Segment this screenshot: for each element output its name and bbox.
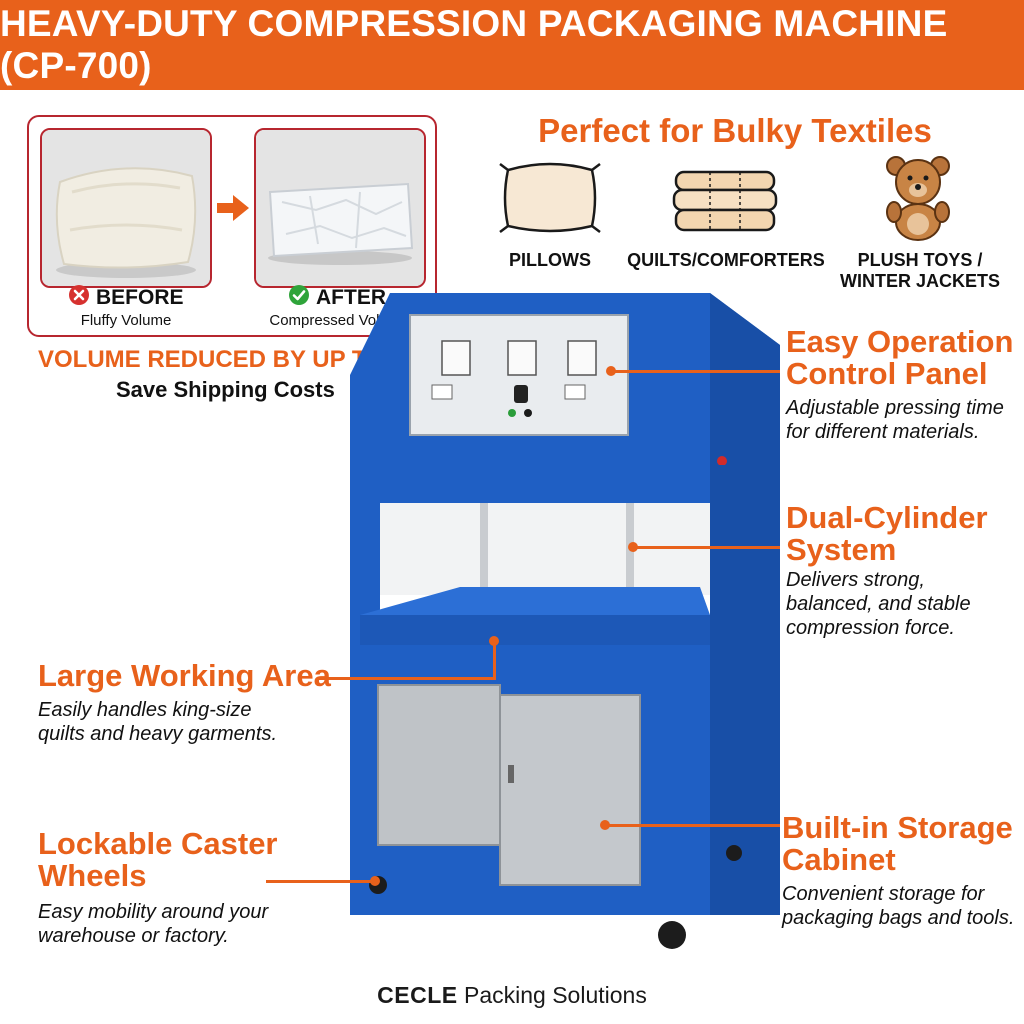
feature-desc-storage-line2: packaging bags and tools.	[782, 907, 1015, 929]
feature-desc-casters-line2: warehouse or factory.	[38, 925, 229, 947]
feature-desc-cylinder-line2: balanced, and stable	[786, 593, 971, 615]
feature-desc-working-area-line2: quilts and heavy garments.	[38, 723, 278, 745]
feature-title-storage-line1: Built-in Storage	[782, 810, 1013, 845]
after-heading: AFTER	[288, 284, 386, 312]
teddy-bear-icon	[882, 154, 954, 249]
feature-desc-working-area-line1: Easily handles king-size	[38, 699, 252, 721]
after-sub-label: Compressed Volume	[269, 312, 409, 329]
before-label: BEFORE	[96, 286, 184, 309]
folded-quilt-icon	[670, 158, 780, 245]
feature-desc-control-panel-line1: Adjustable pressing time	[786, 397, 1004, 419]
leader-dot-storage	[600, 820, 610, 830]
feature-desc-storage: Convenient storage for packaging bags an…	[782, 882, 1014, 930]
after-label: AFTER	[316, 286, 386, 309]
leader-line-working-area-vertical	[493, 640, 496, 679]
save-shipping-text: Save Shipping Costs	[116, 377, 335, 402]
brand-name: CECLE	[377, 982, 458, 1008]
feature-desc-cylinder: Delivers strong, balanced, and stable co…	[786, 568, 971, 640]
feature-title-casters-line1: Lockable Caster	[38, 826, 278, 861]
feature-title-storage-line2: Cabinet	[782, 842, 896, 877]
feature-desc-control-panel: Adjustable pressing time for different m…	[786, 396, 1004, 444]
leader-line-cylinder	[636, 546, 780, 549]
feature-desc-casters-line1: Easy mobility around your	[38, 901, 269, 923]
textile-label-plush-line2: WINTER JACKETS	[839, 271, 1000, 291]
textile-label-pillows: PILLOWS	[509, 250, 591, 270]
feature-title-control-panel-line2: Control Panel	[786, 356, 988, 391]
header-banner	[0, 0, 1024, 90]
feature-desc-cylinder-line1: Delivers strong,	[786, 569, 925, 591]
leader-line-casters	[266, 880, 376, 883]
textile-label-quilts: QUILTS/COMFORTERS	[627, 250, 825, 270]
footer-brand: CECLE Packing Solutions	[0, 982, 1024, 1009]
before-heading: BEFORE	[68, 284, 184, 312]
leader-line-storage	[608, 824, 780, 827]
compressed-bag-image	[256, 130, 424, 286]
feature-title-cylinder-line2: System	[786, 532, 897, 567]
after-photo	[254, 128, 426, 288]
textile-label-plush: PLUSH TOYS / WINTER JACKETS	[830, 250, 1010, 292]
brand-suffix: Packing Solutions	[457, 982, 647, 1008]
feature-desc-control-panel-line2: for different materials.	[786, 421, 980, 443]
textile-label-plush-line1: PLUSH TOYS /	[857, 250, 983, 270]
feature-title-casters-line2: Wheels	[38, 858, 147, 893]
feature-desc-working-area: Easily handles king-size quilts and heav…	[38, 698, 277, 746]
before-photo	[40, 128, 212, 288]
feature-title-control-panel-line1: Easy Operation	[786, 324, 1014, 359]
arrow-right-icon	[217, 195, 249, 226]
feature-desc-storage-line1: Convenient storage for	[782, 883, 985, 905]
textiles-heading: Perfect for Bulky Textiles	[538, 112, 932, 149]
leader-dot-cylinder	[628, 542, 638, 552]
feature-title-cylinder: Dual-Cylinder System	[786, 502, 988, 566]
feature-title-casters: Lockable Caster Wheels	[38, 828, 278, 892]
fluffy-pillow-image	[42, 130, 210, 286]
feature-title-storage: Built-in Storage Cabinet	[782, 812, 1013, 876]
compression-machine-image	[350, 293, 780, 949]
leader-dot-casters	[370, 876, 380, 886]
before-sub-label: Fluffy Volume	[80, 312, 172, 329]
feature-title-working-area: Large Working Area	[38, 658, 331, 693]
leader-line-working-area	[318, 677, 496, 680]
feature-title-control-panel: Easy Operation Control Panel	[786, 326, 1013, 390]
feature-title-cylinder-line1: Dual-Cylinder	[786, 500, 988, 535]
leader-dot-working-area	[489, 636, 499, 646]
feature-desc-cylinder-line3: compression force.	[786, 617, 955, 639]
leader-line-control-panel	[612, 370, 780, 373]
error-x-icon	[68, 284, 90, 312]
feature-desc-casters: Easy mobility around your warehouse or f…	[38, 900, 268, 948]
page-title: HEAVY-DUTY COMPRESSION PACKAGING MACHINE…	[0, 3, 948, 86]
pillow-icon	[498, 160, 602, 241]
check-circle-icon	[288, 284, 310, 312]
leader-dot-control-panel	[606, 366, 616, 376]
